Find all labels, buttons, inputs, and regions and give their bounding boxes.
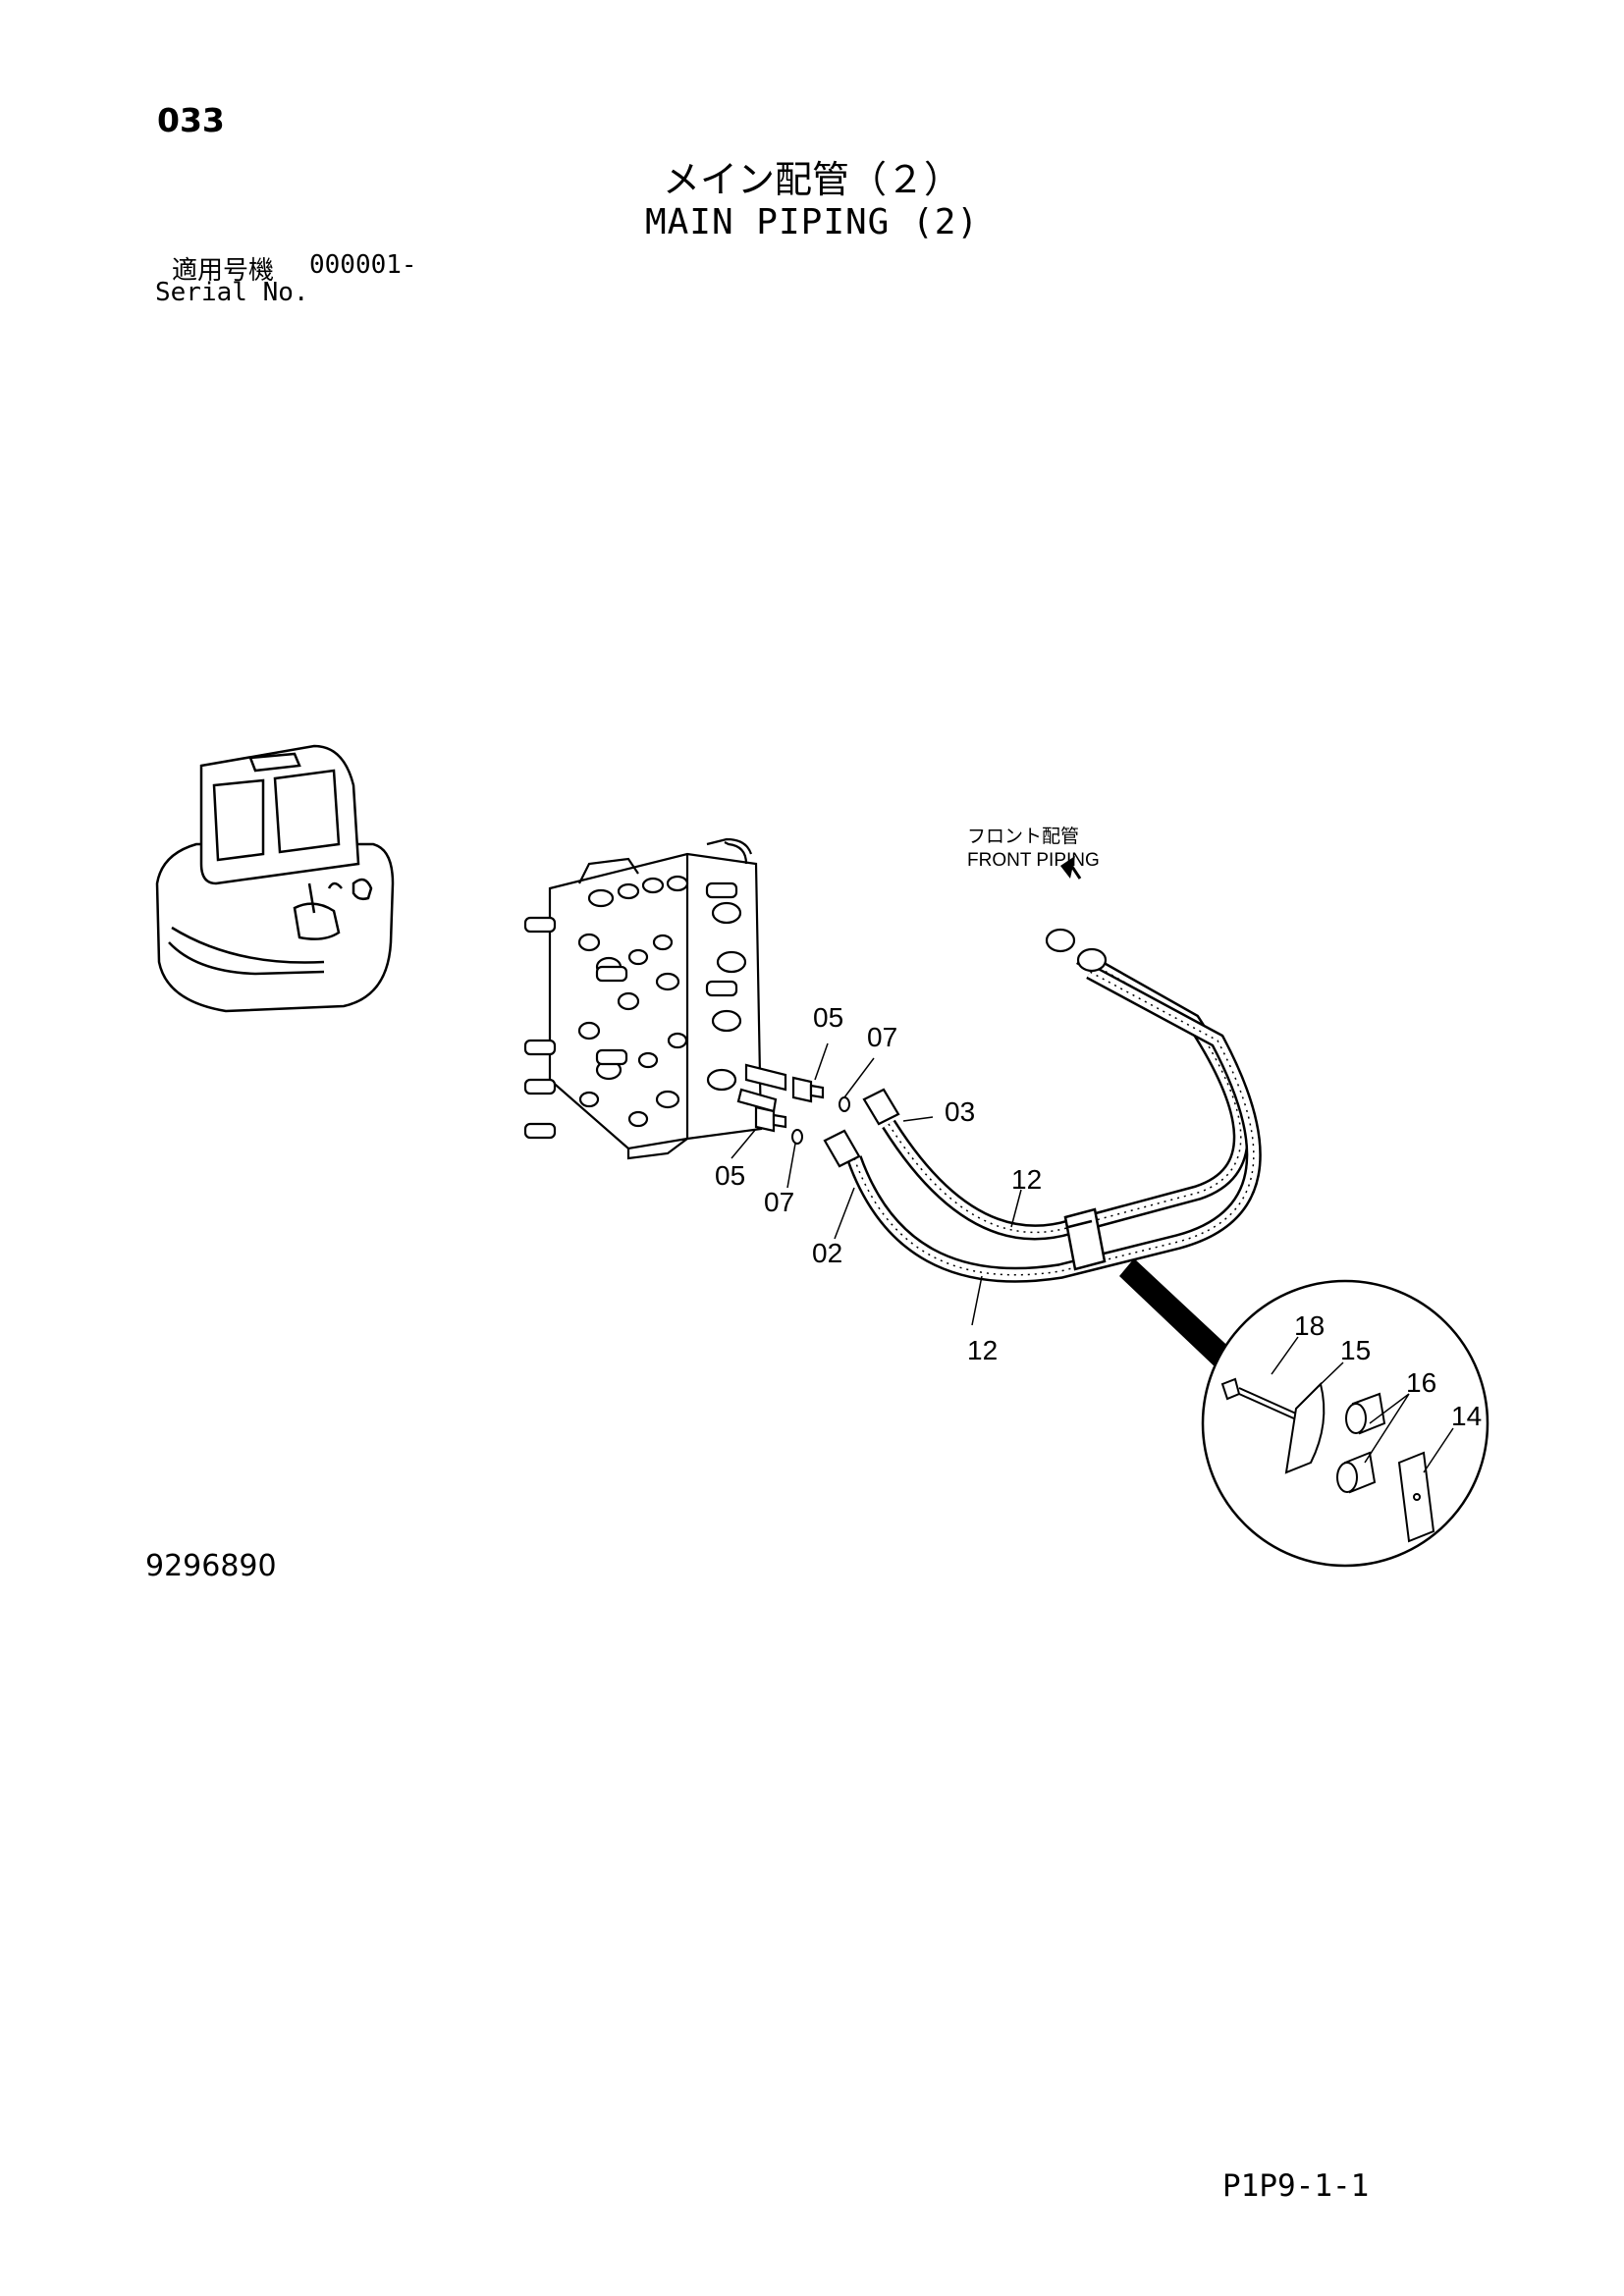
front-piping-label-en: FRONT PIPING (967, 850, 1100, 871)
callout-12-upper: 12 (1011, 1164, 1042, 1195)
callout-07-lower: 07 (764, 1187, 794, 1217)
detail-circle (1201, 1279, 1489, 1568)
callout-03: 03 (945, 1096, 975, 1127)
serial-label-en: Serial No. (155, 278, 309, 307)
arrow-head-icon (1060, 856, 1075, 879)
o-ring-07-lower-icon (791, 1129, 803, 1145)
callout-leaders (731, 1042, 1454, 1473)
hose-assembly-icon (846, 950, 1262, 1283)
page-number: 033 (157, 101, 225, 139)
hose-clamp-icon (1063, 1207, 1107, 1271)
callout-12-lower: 12 (967, 1335, 998, 1365)
detail-pointer-icon (1119, 1258, 1237, 1369)
callout-05-lower: 05 (715, 1160, 745, 1191)
fitting-05-lower-icon (754, 1105, 787, 1133)
spacer-16-icon (1336, 1392, 1386, 1494)
callout-18: 18 (1294, 1310, 1325, 1341)
callout-16: 16 (1406, 1367, 1436, 1398)
serial-range: 000001- (309, 250, 417, 280)
callout-07-upper: 07 (867, 1022, 897, 1052)
o-ring-07-upper-icon (839, 1096, 850, 1112)
callout-05-upper: 05 (813, 1002, 843, 1033)
excavator-overview-icon (155, 744, 395, 1013)
sheet-code: P1P9-1-1 (1222, 2168, 1370, 2204)
bolt-18-icon (1220, 1377, 1297, 1420)
clamp-15-icon (1284, 1382, 1326, 1474)
callout-15: 15 (1340, 1335, 1371, 1365)
fitting-05-upper-icon (791, 1076, 825, 1103)
page-title-en: MAIN PIPING (2) (644, 202, 980, 242)
drawing-number: 9296890 (145, 1549, 277, 1583)
callout-02: 02 (812, 1238, 842, 1268)
hose-end-fittings-icon (823, 928, 1108, 1168)
serial-label-jp: 適用号機 (172, 256, 275, 286)
control-valve-icon (523, 837, 787, 1160)
page-title-jp: メイン配管（２） (662, 158, 961, 201)
front-piping-label-jp: フロント配管 (967, 826, 1079, 847)
callout-14: 14 (1451, 1401, 1482, 1431)
plate-14-icon (1397, 1451, 1435, 1543)
